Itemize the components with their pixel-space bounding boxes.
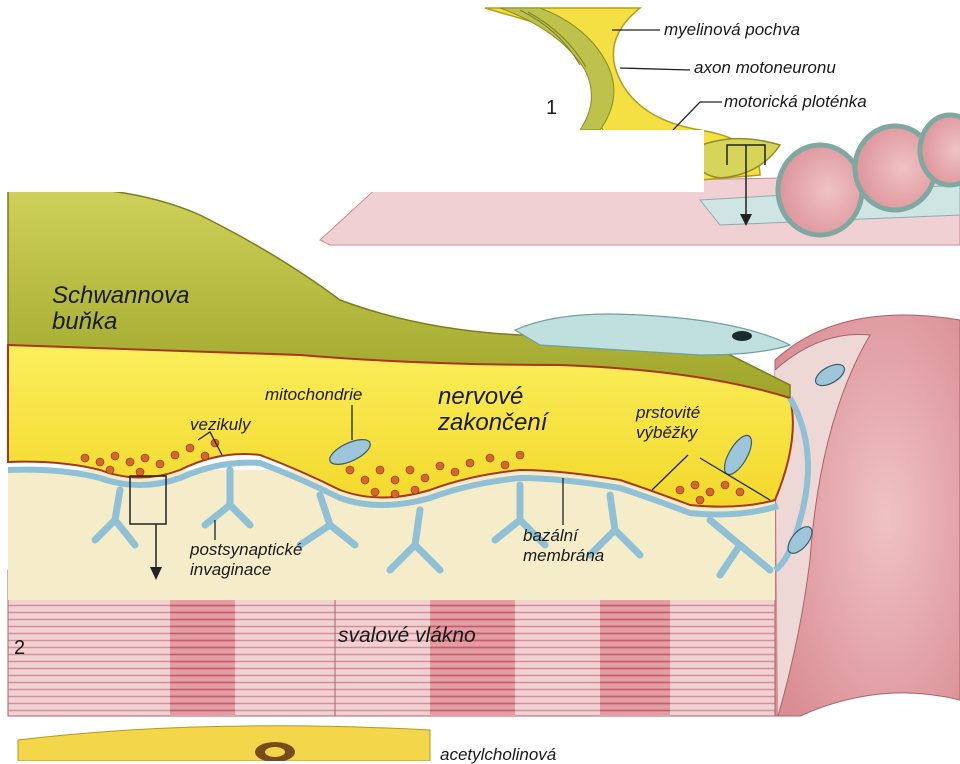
white-mask-2 — [436, 130, 704, 192]
label-mitochondria: mitochondrie — [265, 386, 362, 403]
label-vesicles: vezikuly — [190, 416, 250, 433]
label-muscle-fiber: svalové vlákno — [338, 625, 476, 646]
label-nerve-ending-line2: zakončení — [438, 411, 547, 435]
acetylcholine-strip — [18, 726, 430, 761]
label-panel-1: 1 — [546, 98, 557, 118]
panel-2-detail — [8, 188, 960, 716]
label-finger-processes-line1: prstovité — [636, 404, 700, 421]
label-postsynaptic-line1: postsynaptické — [190, 541, 302, 558]
label-postsynaptic-line2: invaginace — [190, 561, 271, 578]
label-schwann-cell-line2: buňka — [52, 310, 117, 334]
label-myelin-sheath: myelinová pochva — [664, 21, 800, 38]
label-axon: axon motoneuronu — [694, 59, 836, 76]
white-mask-1 — [0, 100, 436, 192]
label-basal-membrane-line1: bazální — [523, 527, 578, 544]
label-basal-membrane-line2: membrána — [523, 547, 604, 564]
label-acetylcholine: acetylcholinová — [440, 746, 556, 763]
label-finger-processes-line2: výběžky — [636, 424, 697, 441]
label-schwann-cell-line1: Schwannova — [52, 284, 189, 308]
label-endplate: motorická ploténka — [724, 93, 867, 110]
label-nerve-ending-line1: nervové — [438, 385, 523, 409]
label-panel-2: 2 — [14, 638, 25, 658]
